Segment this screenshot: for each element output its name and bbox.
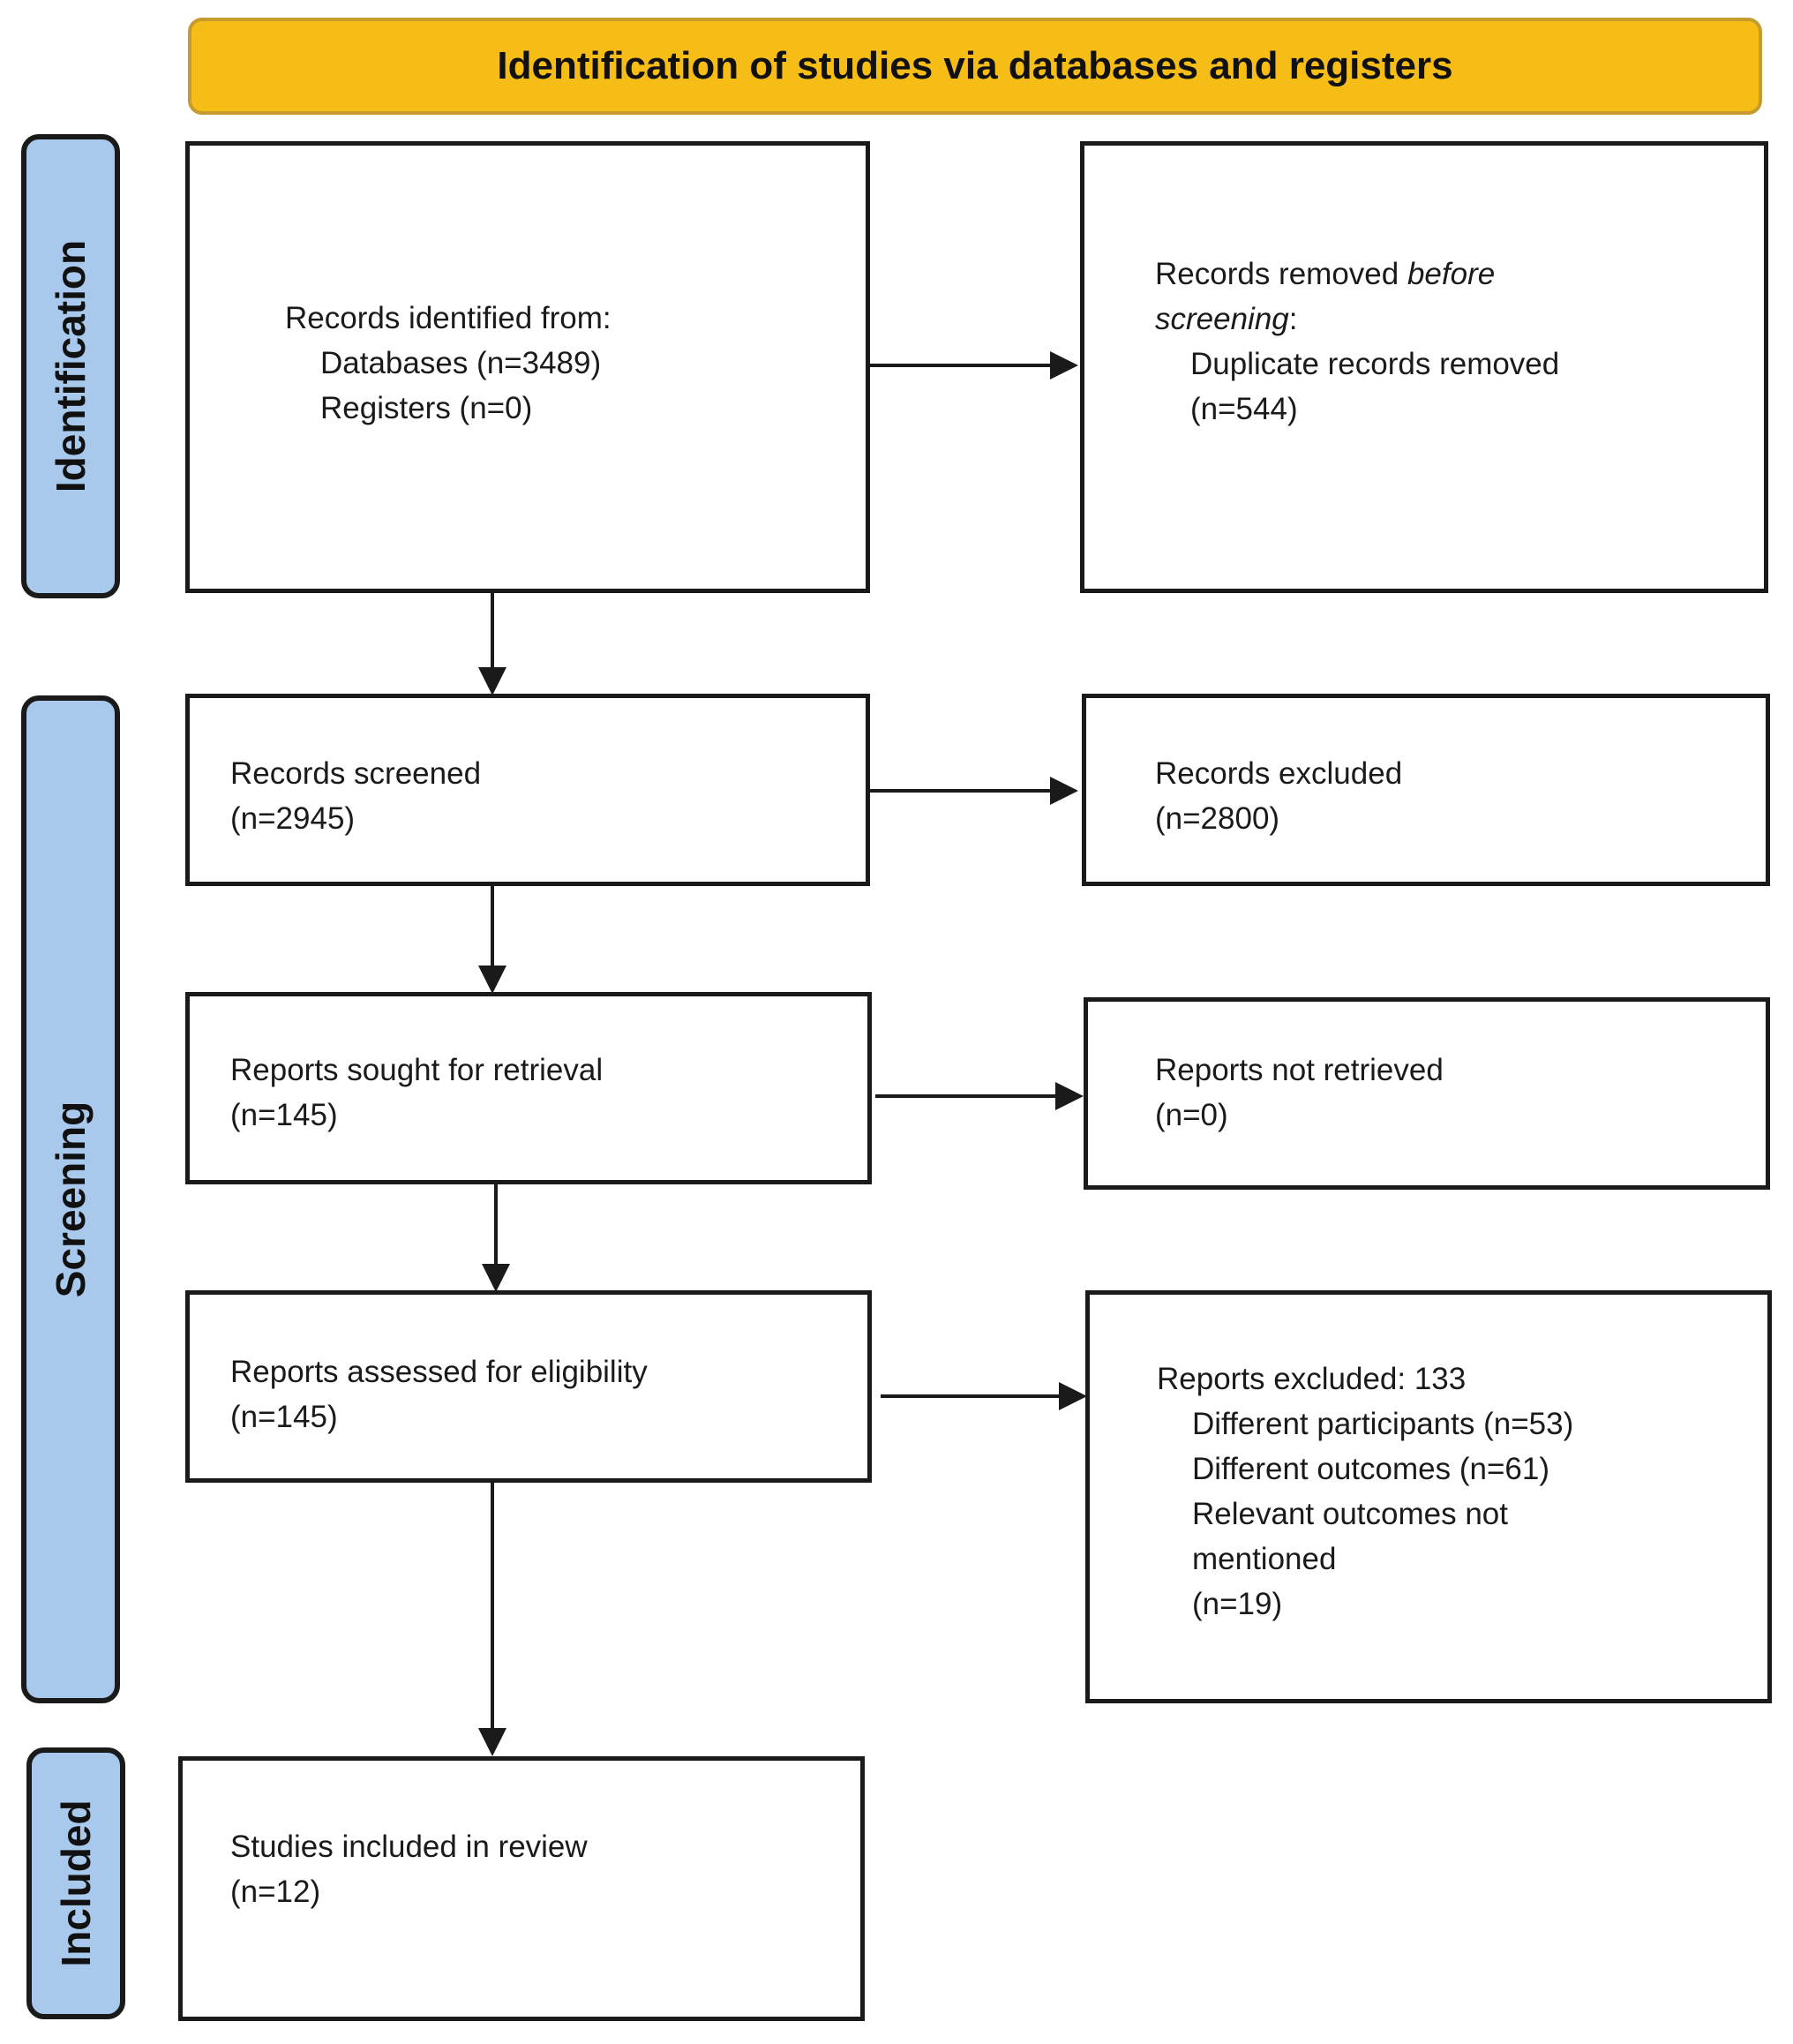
records-removed-heading: Records removed before bbox=[1155, 252, 1559, 297]
records-excluded-label: Records excluded bbox=[1155, 756, 1403, 791]
reports-not-retrieved-box: Reports not retrieved (n=0) bbox=[1084, 997, 1770, 1190]
reports-excluded-reason: Relevant outcomes not bbox=[1192, 1497, 1508, 1531]
reports-assessed-label: Reports assessed for eligibility bbox=[230, 1355, 648, 1389]
records-removed-count: (n=544) bbox=[1190, 392, 1298, 426]
reports-assessed-box: Reports assessed for eligibility (n=145) bbox=[185, 1290, 872, 1483]
arrowhead-identified-to-screened bbox=[478, 667, 506, 695]
phase-tab-included: Included bbox=[26, 1747, 125, 2019]
arrowhead-screened-to-excluded bbox=[1050, 777, 1078, 805]
reports-excluded-reason: Different participants (n=53) bbox=[1192, 1407, 1574, 1441]
reports-excluded-reason: mentioned bbox=[1192, 1542, 1337, 1576]
records-screened-label: Records screened bbox=[230, 756, 482, 791]
reports-excluded-reason: Different outcomes (n=61) bbox=[1192, 1452, 1549, 1486]
reports-sought-box: Reports sought for retrieval (n=145) bbox=[185, 992, 872, 1184]
records-identified-heading: Records identified from: bbox=[285, 301, 611, 335]
phase-tab-identification: Identification bbox=[21, 134, 120, 598]
arrowhead-screened-to-sought bbox=[478, 966, 506, 994]
records-screened-count: (n=2945) bbox=[230, 801, 356, 836]
arrowhead-assessed-to-included bbox=[478, 1728, 506, 1756]
reports-excluded-box: Reports excluded: 133 Different particip… bbox=[1085, 1290, 1772, 1703]
records-identified-databases: Databases (n=3489) bbox=[320, 346, 602, 380]
records-removed-box: Records removed before screening: Duplic… bbox=[1080, 141, 1768, 593]
records-screened-box: Records screened (n=2945) bbox=[185, 694, 870, 886]
reports-not-retrieved-label: Reports not retrieved bbox=[1155, 1053, 1444, 1087]
arrowhead-sought-to-assessed bbox=[482, 1264, 510, 1292]
records-excluded-box: Records excluded (n=2800) bbox=[1082, 694, 1770, 886]
reports-excluded-reason: (n=19) bbox=[1192, 1587, 1283, 1621]
reports-sought-label: Reports sought for retrieval bbox=[230, 1053, 604, 1087]
reports-excluded-heading: Reports excluded: 133 bbox=[1157, 1362, 1467, 1396]
reports-assessed-count: (n=145) bbox=[230, 1400, 338, 1434]
records-removed-heading-italic2: screening bbox=[1155, 302, 1289, 336]
records-excluded-count: (n=2800) bbox=[1155, 801, 1280, 836]
records-removed-heading-italic: before bbox=[1407, 257, 1496, 291]
reports-not-retrieved-count: (n=0) bbox=[1155, 1098, 1228, 1132]
records-removed-duplicates: Duplicate records removed bbox=[1190, 347, 1560, 381]
arrowhead-identified-to-removed bbox=[1050, 351, 1078, 379]
studies-included-label: Studies included in review bbox=[230, 1830, 588, 1864]
section-header: Identification of studies via databases … bbox=[188, 18, 1762, 115]
records-identified-box: Records identified from: Databases (n=34… bbox=[185, 141, 870, 593]
reports-sought-count: (n=145) bbox=[230, 1098, 338, 1132]
arrowhead-sought-to-not-retrieved bbox=[1055, 1082, 1084, 1110]
records-removed-heading-prefix: Records removed bbox=[1155, 257, 1407, 291]
studies-included-box: Studies included in review (n=12) bbox=[178, 1756, 865, 2021]
section-header-title: Identification of studies via databases … bbox=[497, 44, 1453, 87]
arrowhead-assessed-to-excluded bbox=[1059, 1382, 1087, 1410]
records-identified-registers: Registers (n=0) bbox=[320, 391, 533, 425]
studies-included-count: (n=12) bbox=[230, 1875, 321, 1909]
records-removed-heading-suffix: : bbox=[1288, 302, 1298, 336]
records-removed-heading-line2: screening: bbox=[1155, 297, 1559, 342]
phase-tab-screening: Screening bbox=[21, 695, 120, 1703]
